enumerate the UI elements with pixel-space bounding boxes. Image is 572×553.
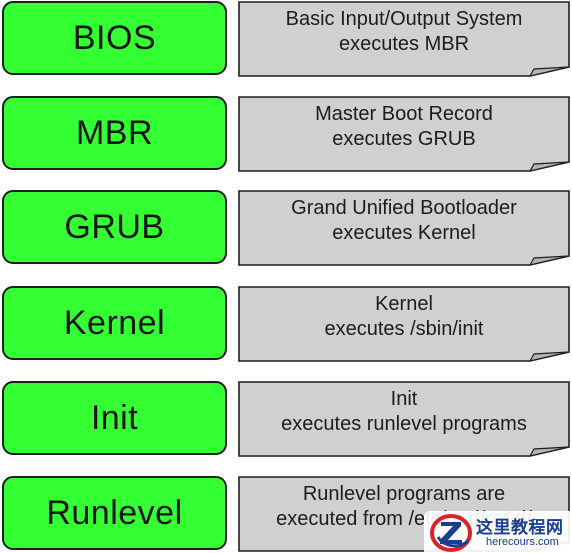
note-line-1: Kernel: [375, 293, 433, 315]
note-text: Kernel executes /sbin/init: [246, 292, 562, 342]
z-logo-icon: [430, 514, 472, 552]
stage-row-bios: BIOS Basic Input/Output System executes …: [0, 1, 572, 79]
note-shape: [238, 96, 570, 172]
stage-box-runlevel: Runlevel: [2, 476, 227, 550]
note-line-1: Master Boot Record: [315, 103, 493, 125]
note-shape: [238, 1, 570, 77]
note-text: Master Boot Record executes GRUB: [246, 102, 562, 152]
note-mbr: Master Boot Record executes GRUB: [238, 96, 570, 172]
stage-box-grub: GRUB: [2, 190, 227, 264]
stage-row-kernel: Kernel Kernel executes /sbin/init: [0, 286, 572, 364]
stage-box-init: Init: [2, 381, 227, 455]
stage-row-init: Init Init executes runlevel programs: [0, 381, 572, 459]
note-text: Basic Input/Output System executes MBR: [246, 7, 562, 57]
note-shape: [238, 381, 570, 457]
note-line-2: executes GRUB: [332, 128, 476, 150]
note-bios: Basic Input/Output System executes MBR: [238, 1, 570, 77]
note-text: Grand Unified Bootloader executes Kernel: [246, 196, 562, 246]
note-shape: [238, 286, 570, 362]
stage-row-grub: GRUB Grand Unified Bootloader executes K…: [0, 190, 572, 268]
stage-box-kernel: Kernel: [2, 286, 227, 360]
note-init: Init executes runlevel programs: [238, 381, 570, 457]
note-line-2: executes Kernel: [332, 222, 476, 244]
stage-box-bios: BIOS: [2, 1, 227, 75]
note-grub: Grand Unified Bootloader executes Kernel: [238, 190, 570, 266]
watermark-en-text: herecours.com: [486, 536, 559, 548]
stage-row-mbr: MBR Master Boot Record executes GRUB: [0, 96, 572, 174]
note-kernel: Kernel executes /sbin/init: [238, 286, 570, 362]
note-line-2: executes MBR: [338, 33, 470, 55]
note-line-1: Grand Unified Bootloader: [291, 197, 517, 219]
note-line-2: executes runlevel programs: [281, 413, 527, 435]
watermark: 这里教程网 herecours.com: [424, 511, 572, 553]
note-line-1: Init: [390, 388, 418, 410]
note-text: Init executes runlevel programs: [246, 387, 562, 437]
watermark-cn-text: 这里教程网: [476, 518, 564, 538]
note-line-1: Runlevel programs are: [302, 483, 506, 505]
note-line-1: Basic Input/Output System: [285, 8, 523, 30]
stage-row-runlevel: Runlevel Runlevel programs are executed …: [0, 476, 572, 553]
stage-box-mbr: MBR: [2, 96, 227, 170]
note-shape: [238, 190, 570, 266]
note-line-2: executes /sbin/init: [324, 318, 484, 340]
